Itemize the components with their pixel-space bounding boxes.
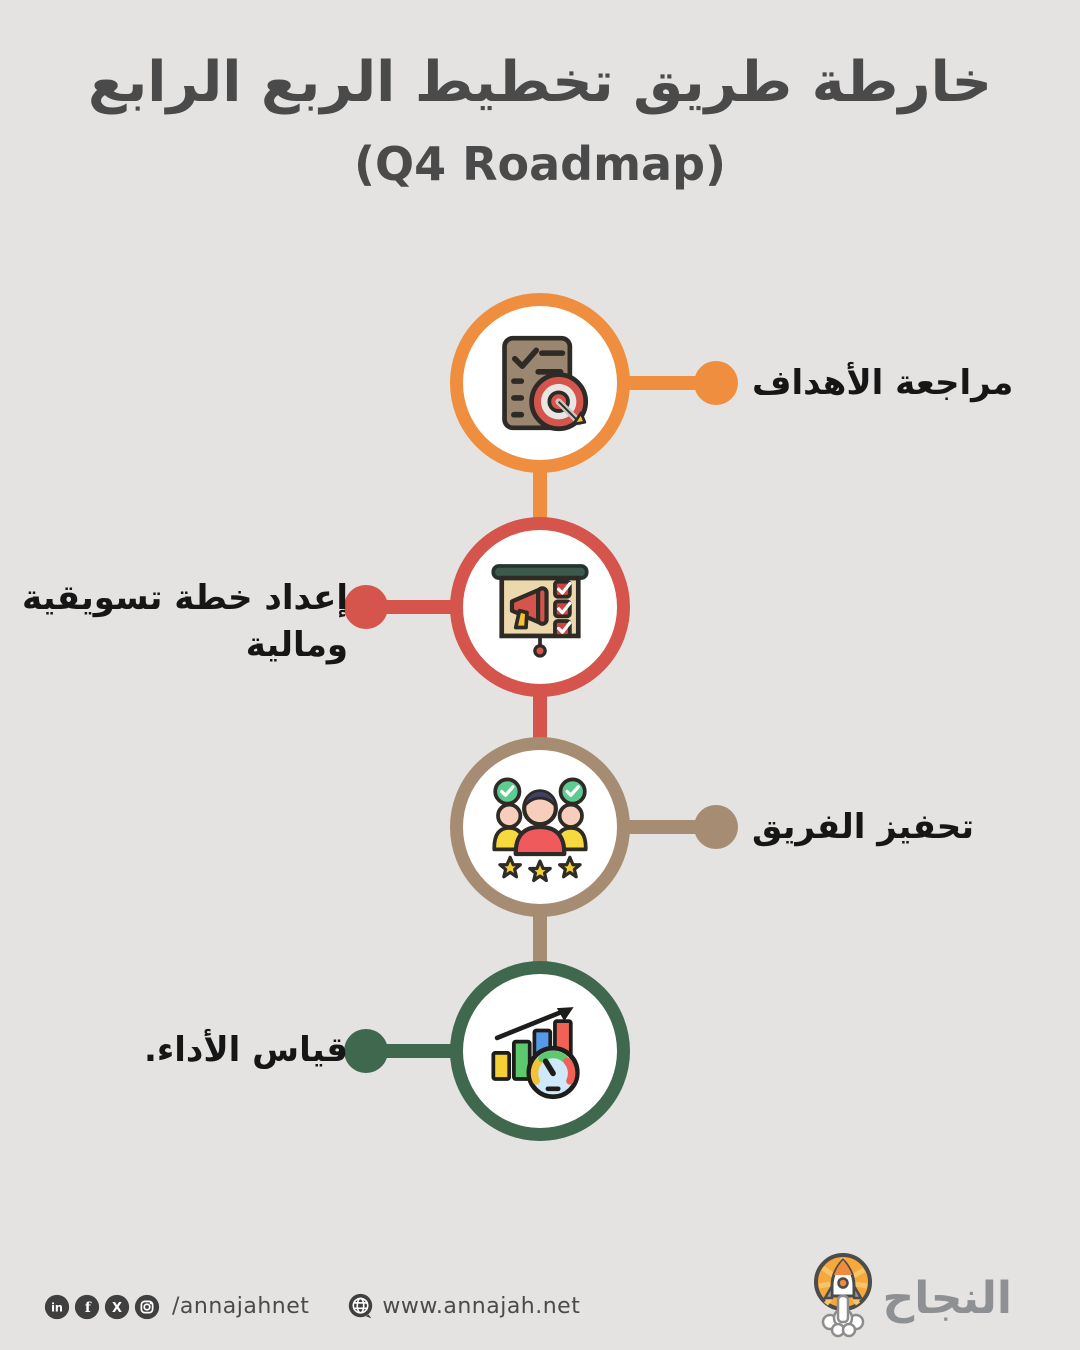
connector-node1-label: [622, 376, 702, 390]
social-handle: /annajahnet: [172, 1294, 310, 1319]
connector-node2-label: [378, 600, 458, 614]
connector-node3-node4: [533, 908, 547, 970]
connector-node2-node3: [533, 688, 547, 748]
brand-logo: النجاح: [812, 1252, 1012, 1338]
barchart-gauge-icon: [491, 1007, 580, 1100]
facebook-icon: f: [74, 1294, 100, 1319]
dot-node3: [694, 805, 738, 849]
label-team-motivation: تحفيز الفريق: [752, 807, 975, 847]
svg-text:X: X: [112, 1300, 122, 1315]
svg-text:in: in: [51, 1301, 63, 1314]
linkedin-icon: in: [44, 1294, 70, 1319]
connector-node3-label: [622, 820, 702, 834]
website-url: www.annajah.net: [382, 1294, 581, 1319]
label-marketing-plan: إعداد خطة تسويقية ومالية: [22, 578, 348, 665]
node-review-goals: [450, 293, 630, 473]
page-title-arabic: خارطة طريق تخطيط الربع الرابع: [87, 50, 993, 115]
instagram-icon: [134, 1294, 160, 1319]
dot-node2: [344, 585, 388, 629]
title-block: خارطة طريق تخطيط الربع الرابع (Q4 Roadma…: [0, 50, 1080, 191]
node-marketing-plan: [450, 517, 630, 697]
brand-logo-text: النجاح: [882, 1272, 1012, 1324]
dot-node4: [344, 1029, 388, 1073]
rocket-logo-icon: [814, 1253, 873, 1338]
connector-node4-label: [378, 1044, 458, 1058]
page-title-english: (Q4 Roadmap): [353, 137, 727, 191]
label-review-goals: مراجعة الأهداف: [752, 363, 1014, 403]
globe-icon: [349, 1293, 373, 1319]
node-performance: [450, 961, 630, 1141]
checklist-target-icon: [502, 335, 589, 432]
x-icon: X: [104, 1294, 130, 1319]
label-performance: قياس الأداء.: [143, 1030, 348, 1070]
dot-node1: [694, 361, 738, 405]
node-team-motivation: [450, 737, 630, 917]
footer-social-bar: in f X /annajahnet www.annajah.net: [44, 1293, 580, 1320]
presentation-megaphone-icon: [491, 564, 589, 658]
team-stars-icon: [492, 777, 588, 883]
svg-text:f: f: [85, 1300, 92, 1316]
connector-node1-node2: [533, 462, 547, 528]
